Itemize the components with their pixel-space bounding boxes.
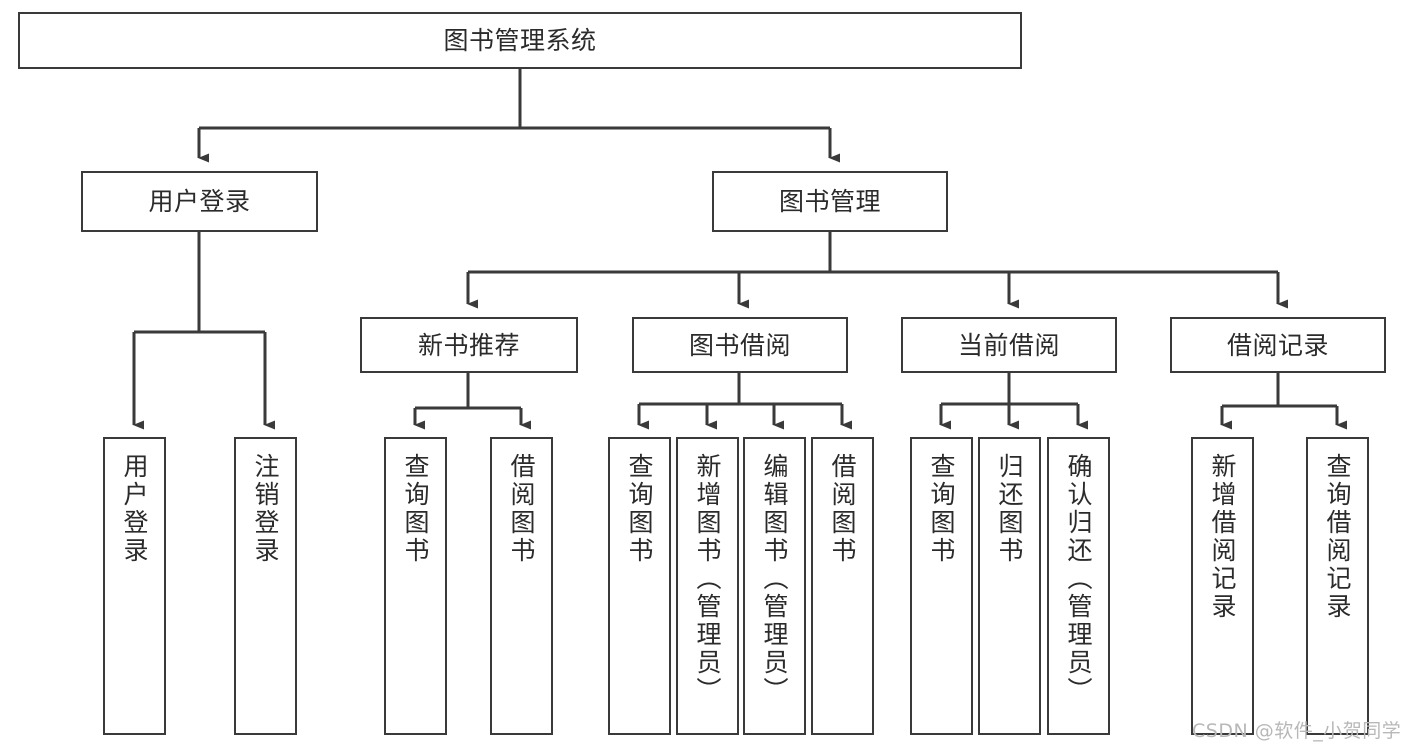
node-user-login[interactable]: 用户登录 bbox=[81, 171, 318, 232]
node-leaf-add-book[interactable]: 新增图书（管理员） bbox=[676, 437, 739, 735]
node-borrow-record-label: 借阅记录 bbox=[1226, 330, 1329, 360]
node-current-borrow[interactable]: 当前借阅 bbox=[901, 317, 1117, 373]
node-leaf-query-book-2[interactable]: 查询图书 bbox=[608, 437, 671, 735]
node-new-book-rec[interactable]: 新书推荐 bbox=[360, 317, 578, 373]
node-book-manage[interactable]: 图书管理 bbox=[712, 171, 948, 232]
node-leaf-return-book-label: 归还图书 bbox=[995, 453, 1024, 565]
node-leaf-add-book-label: 新增图书（管理员） bbox=[693, 453, 722, 705]
node-leaf-query-book-2-label: 查询图书 bbox=[625, 453, 654, 565]
node-root[interactable]: 图书管理系统 bbox=[18, 12, 1022, 69]
node-book-borrow[interactable]: 图书借阅 bbox=[632, 317, 848, 373]
node-leaf-query-book-3-label: 查询图书 bbox=[927, 453, 956, 565]
node-leaf-logout[interactable]: 注销登录 bbox=[234, 437, 297, 735]
node-leaf-user-login-label: 用户登录 bbox=[120, 453, 149, 565]
node-user-login-label: 用户登录 bbox=[148, 187, 251, 216]
node-leaf-borrow-book-1-label: 借阅图书 bbox=[507, 453, 536, 565]
node-leaf-query-record[interactable]: 查询借阅记录 bbox=[1306, 437, 1369, 735]
node-leaf-logout-label: 注销登录 bbox=[251, 453, 280, 565]
node-leaf-edit-book[interactable]: 编辑图书（管理员） bbox=[743, 437, 806, 735]
node-leaf-edit-book-label: 编辑图书（管理员） bbox=[760, 453, 789, 705]
node-leaf-confirm-return-label: 确认归还（管理员） bbox=[1064, 453, 1093, 705]
node-leaf-confirm-return[interactable]: 确认归还（管理员） bbox=[1047, 437, 1110, 735]
node-leaf-user-login[interactable]: 用户登录 bbox=[103, 437, 166, 735]
node-leaf-query-record-label: 查询借阅记录 bbox=[1323, 453, 1352, 621]
node-root-label: 图书管理系统 bbox=[443, 26, 597, 55]
node-borrow-record[interactable]: 借阅记录 bbox=[1170, 317, 1386, 373]
node-new-book-rec-label: 新书推荐 bbox=[417, 330, 520, 360]
node-leaf-add-record[interactable]: 新增借阅记录 bbox=[1191, 437, 1254, 735]
node-leaf-borrow-book-2[interactable]: 借阅图书 bbox=[811, 437, 874, 735]
node-current-borrow-label: 当前借阅 bbox=[957, 330, 1060, 360]
node-book-borrow-label: 图书借阅 bbox=[688, 330, 791, 360]
node-leaf-query-book-3[interactable]: 查询图书 bbox=[910, 437, 973, 735]
node-leaf-borrow-book-1[interactable]: 借阅图书 bbox=[490, 437, 553, 735]
node-leaf-add-record-label: 新增借阅记录 bbox=[1208, 453, 1237, 621]
node-leaf-query-book-1[interactable]: 查询图书 bbox=[384, 437, 447, 735]
node-leaf-borrow-book-2-label: 借阅图书 bbox=[828, 453, 857, 565]
node-book-manage-label: 图书管理 bbox=[778, 187, 881, 216]
node-leaf-return-book[interactable]: 归还图书 bbox=[978, 437, 1041, 735]
watermark: CSDN @软件_小贺同学 bbox=[1192, 720, 1402, 742]
node-leaf-query-book-1-label: 查询图书 bbox=[401, 453, 430, 565]
